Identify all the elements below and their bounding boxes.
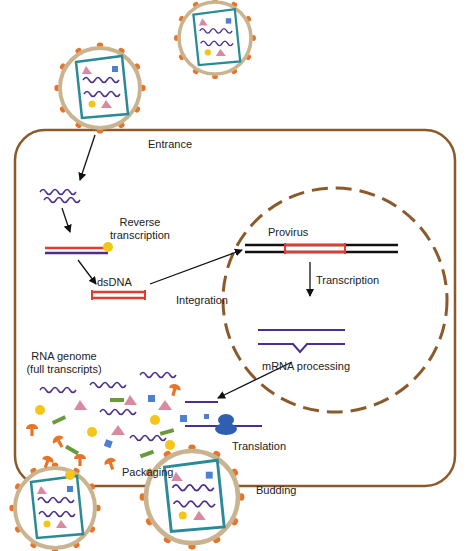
step-label: Translation <box>232 440 302 453</box>
reverse-transcription-strands <box>45 242 113 253</box>
step-label: Transcription <box>316 274 396 287</box>
virion <box>9 462 100 551</box>
budding-virion <box>140 445 245 550</box>
step-label: Entrance <box>148 138 218 151</box>
virion <box>54 42 145 133</box>
cell-membrane <box>15 130 455 486</box>
step-label: dsDNA <box>97 276 147 289</box>
virion <box>174 0 256 79</box>
provirus-dna <box>245 243 398 254</box>
mrna-transcripts <box>258 330 345 352</box>
step-label: Integration <box>176 294 246 307</box>
step-label: Reverse transcription <box>100 216 180 242</box>
step-label: Provirus <box>268 226 328 239</box>
viral-rna <box>40 190 80 203</box>
step-label: RNA genome (full transcripts) <box>24 350 104 376</box>
viral-components <box>26 373 187 481</box>
ribosome-translation <box>185 402 262 435</box>
dsdna-strands <box>92 290 145 300</box>
step-label: mRNA processing <box>262 360 372 373</box>
step-arrows <box>62 135 310 398</box>
step-label: Packaging <box>122 466 184 479</box>
step-label: Budding <box>256 484 316 497</box>
nucleus-envelope <box>223 188 447 412</box>
